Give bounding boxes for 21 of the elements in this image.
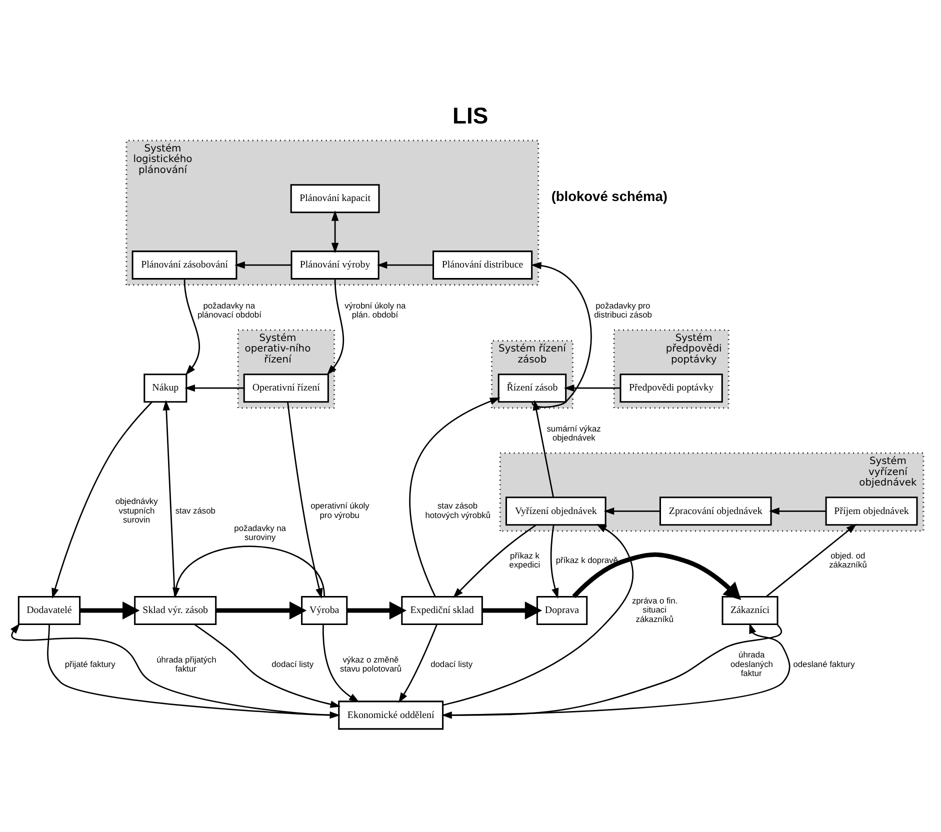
edge-label: dodací listy xyxy=(430,658,473,669)
edge-label: dodací listy xyxy=(272,658,314,669)
edge-label: objed. od zákazníků xyxy=(829,550,867,570)
edge-label: přijaté faktury xyxy=(64,658,116,669)
edge-label: úhrada přijatých faktur xyxy=(156,654,216,674)
edge-label: požadavky pro distribuci zásob xyxy=(594,300,652,320)
edge-label: zpráva o fin. situaci zákazníků xyxy=(632,595,678,624)
edge-label: sumární výkaz objednávek xyxy=(546,424,601,443)
edge-label: odeslané faktury xyxy=(793,658,855,669)
edge-label: příkaz k expedici xyxy=(509,550,540,570)
edge-label: požadavky na suroviny xyxy=(234,522,286,542)
label: (blokové schéma) xyxy=(551,189,668,204)
edge-label: operativní úkoly pro výrobu xyxy=(310,500,370,520)
edge-label: výrobní úkoly na plán. období xyxy=(344,300,406,320)
edge-label: stav zásob xyxy=(175,505,216,516)
diagram-title: LIS xyxy=(452,102,488,129)
edge-label: objednávky vstupních surovin xyxy=(115,496,158,524)
edge-label: výkaz o změně stavu polotovarů xyxy=(340,654,402,674)
edge-label: požadavky na plánovací období xyxy=(197,300,262,320)
edge-label: úhrada odeslaných faktur xyxy=(730,650,773,678)
edge-label: stav zásob hotových výrobků xyxy=(425,500,491,520)
